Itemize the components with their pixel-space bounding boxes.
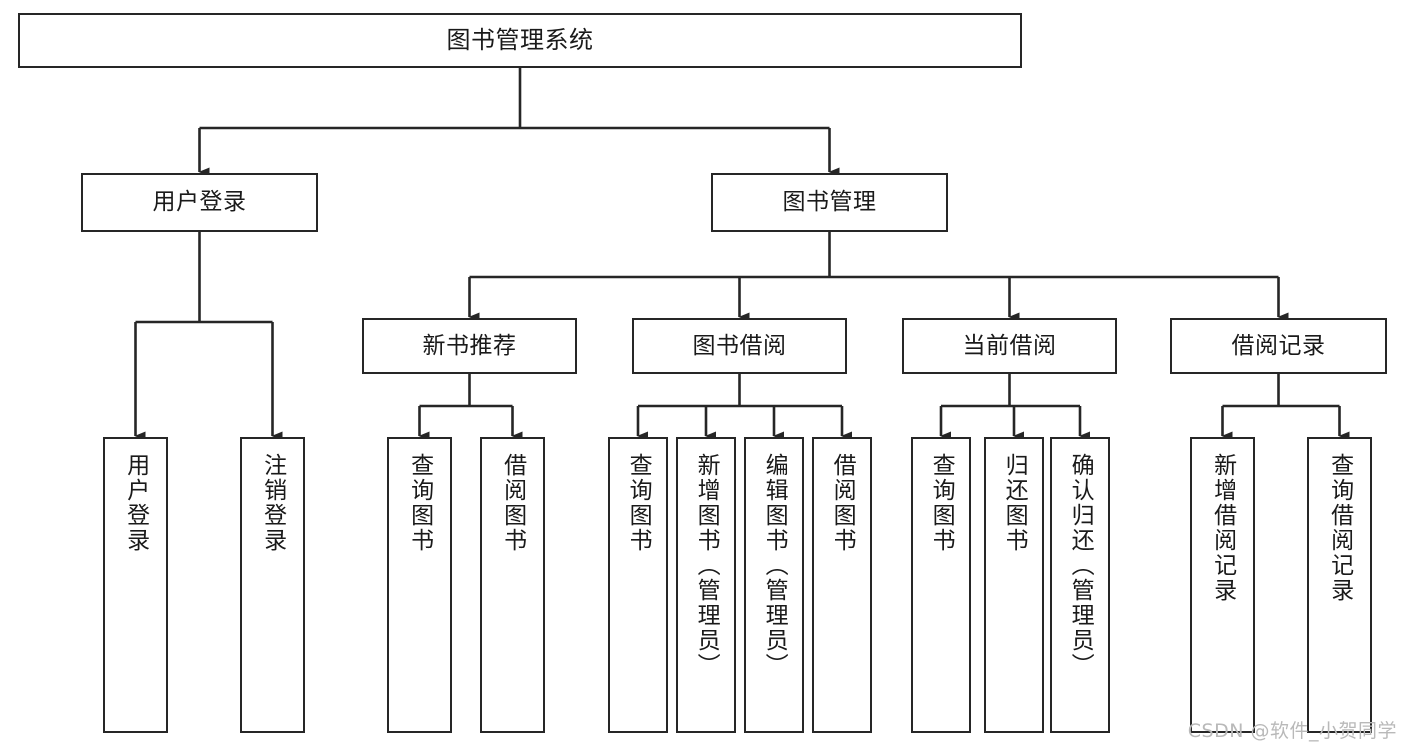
leaf-confirm-return[interactable]: 确认归还（管理员） (1050, 437, 1110, 733)
csdn-watermark: CSDN @软件_小贺同学 (1187, 720, 1397, 742)
node-label: 确认归还（管理员） (1067, 453, 1094, 678)
leaf-borrow-book-2[interactable]: 借阅图书 (812, 437, 872, 733)
leaf-add-borrow-record[interactable]: 新增借阅记录 (1190, 437, 1255, 733)
leaf-user-login[interactable]: 用户登录 (103, 437, 168, 733)
node-root[interactable]: 图书管理系统 (18, 13, 1022, 68)
leaf-borrow-book-1[interactable]: 借阅图书 (480, 437, 545, 733)
node-label: 当前借阅 (962, 332, 1057, 359)
node-label: 新书推荐 (422, 332, 517, 359)
node-book-manage[interactable]: 图书管理 (711, 173, 948, 232)
node-new-book-recommend[interactable]: 新书推荐 (362, 318, 577, 374)
node-label: 查询借阅记录 (1326, 453, 1353, 603)
leaf-query-book-2[interactable]: 查询图书 (608, 437, 668, 733)
node-label: 新增图书（管理员） (693, 453, 720, 678)
node-label: 图书管理 (782, 189, 877, 216)
node-label: 查询图书 (406, 453, 433, 553)
node-label: 借阅图书 (499, 453, 526, 553)
node-book-borrow[interactable]: 图书借阅 (632, 318, 847, 374)
node-label: 用户登录 (122, 453, 149, 553)
node-label: 图书借阅 (692, 332, 787, 359)
node-current-borrow[interactable]: 当前借阅 (902, 318, 1117, 374)
leaf-query-book-3[interactable]: 查询图书 (911, 437, 971, 733)
node-label: 注销登录 (259, 453, 286, 553)
node-label: 图书管理系统 (446, 25, 594, 54)
node-label: 查询图书 (625, 453, 652, 553)
node-label: 用户登录 (152, 189, 247, 216)
node-label: 归还图书 (1001, 453, 1028, 553)
leaf-logout[interactable]: 注销登录 (240, 437, 305, 733)
leaf-return-book[interactable]: 归还图书 (984, 437, 1044, 733)
leaf-add-book[interactable]: 新增图书（管理员） (676, 437, 736, 733)
node-user-login[interactable]: 用户登录 (81, 173, 318, 232)
leaf-query-borrow-record[interactable]: 查询借阅记录 (1307, 437, 1372, 733)
node-label: 新增借阅记录 (1209, 453, 1236, 603)
leaf-edit-book[interactable]: 编辑图书（管理员） (744, 437, 804, 733)
leaf-query-book-1[interactable]: 查询图书 (387, 437, 452, 733)
node-label: 编辑图书（管理员） (761, 453, 788, 678)
node-label: 借阅图书 (829, 453, 856, 553)
node-label: 借阅记录 (1231, 332, 1326, 359)
node-label: 查询图书 (928, 453, 955, 553)
node-borrow-record[interactable]: 借阅记录 (1170, 318, 1387, 374)
